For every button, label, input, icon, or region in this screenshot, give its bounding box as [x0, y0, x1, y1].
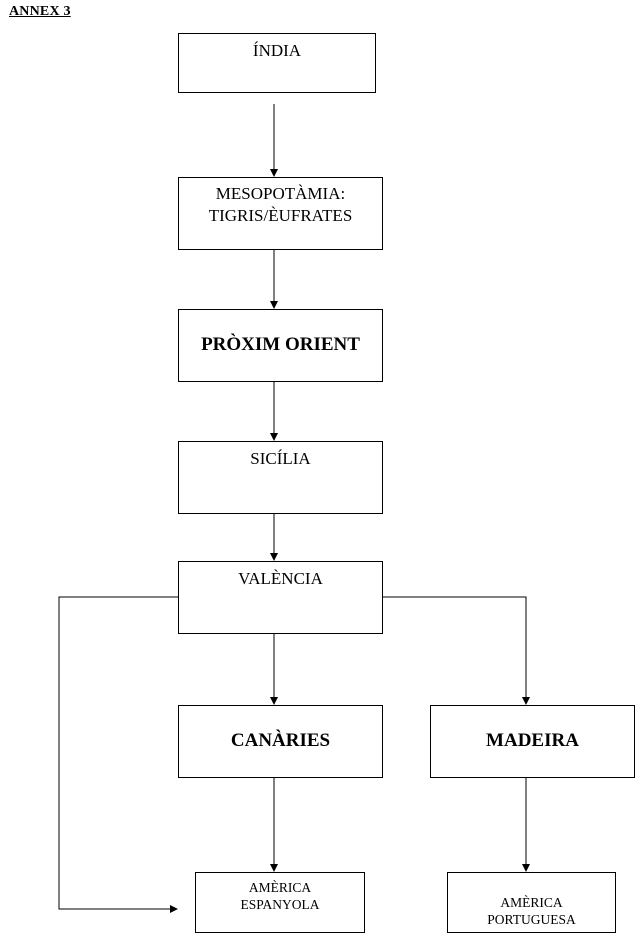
node-canaries-label: CANÀRIES — [230, 730, 331, 752]
node-america-espanyola: AMÈRICA ESPANYOLA — [195, 872, 365, 933]
node-valencia-label: VALÈNCIA — [238, 569, 323, 588]
node-sicilia-label: SICÍLIA — [250, 449, 311, 468]
node-america-portuguesa-label: AMÈRICA PORTUGUESA — [487, 895, 576, 927]
node-india: ÍNDIA — [178, 33, 376, 93]
node-india-label: ÍNDIA — [252, 41, 302, 60]
node-proxim-orient-label: PRÒXIM ORIENT — [201, 334, 360, 356]
node-america-portuguesa: AMÈRICA PORTUGUESA — [447, 872, 616, 933]
node-canaries: CANÀRIES — [178, 705, 383, 778]
node-proxim-orient: PRÒXIM ORIENT — [178, 309, 383, 382]
node-sicilia: SICÍLIA — [178, 441, 383, 514]
annex-title: ANNEX 3 — [9, 4, 71, 19]
node-madeira: MADEIRA — [430, 705, 635, 778]
arrow-valencia-to-madeira — [382, 596, 530, 705]
arrow-valencia-to-america-espanyola — [58, 596, 179, 913]
node-america-espanyola-label: AMÈRICA ESPANYOLA — [240, 880, 320, 912]
node-mesopotamia-label: MESOPOTÀMIA: TIGRIS/ÈUFRATES — [208, 184, 353, 226]
node-mesopotamia: MESOPOTÀMIA: TIGRIS/ÈUFRATES — [178, 177, 383, 250]
node-madeira-label: MADEIRA — [486, 730, 579, 752]
node-valencia: VALÈNCIA — [178, 561, 383, 634]
